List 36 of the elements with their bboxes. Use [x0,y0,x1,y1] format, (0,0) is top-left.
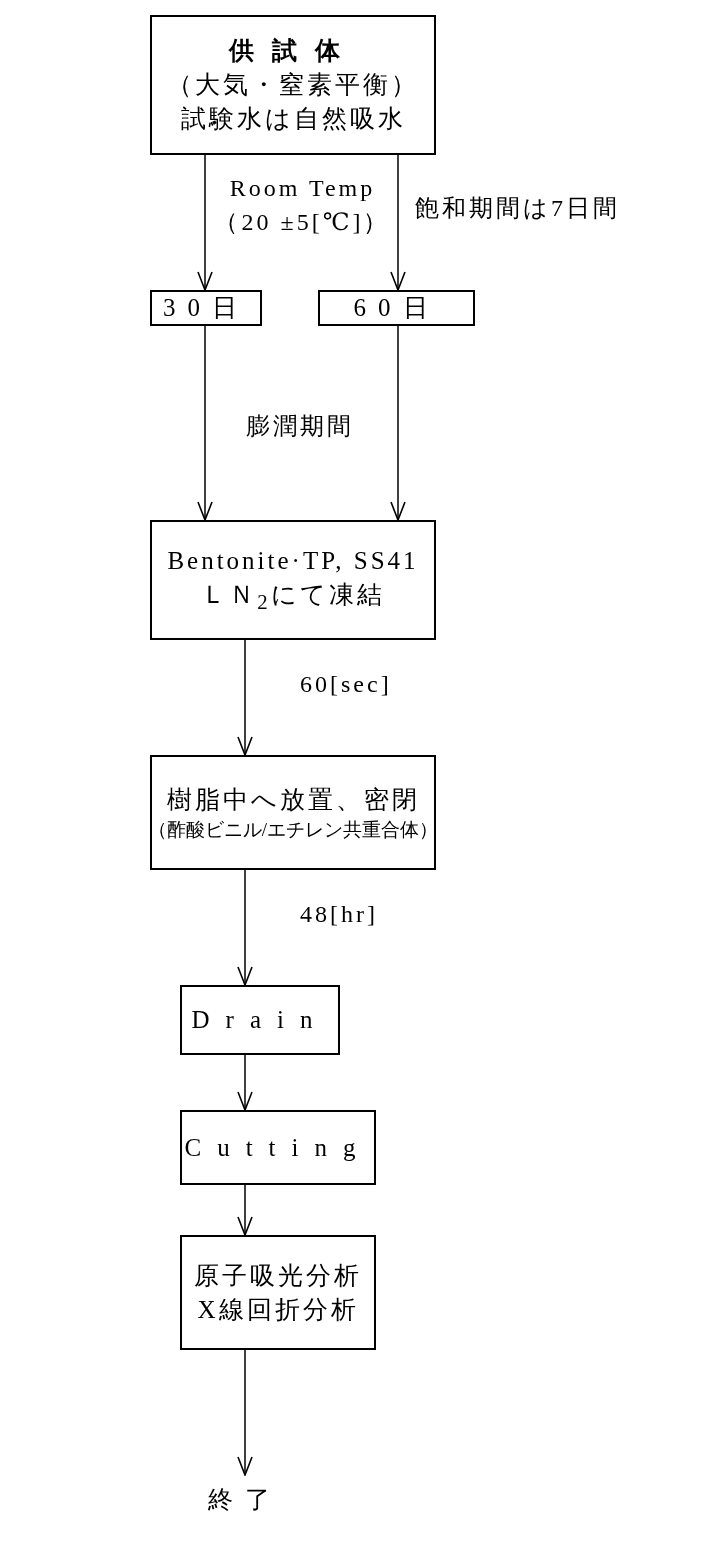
note-text: 膨潤期間 [245,412,355,441]
box-text: Cutting [184,1132,372,1163]
box-text: （大気・窒素平衡） [167,70,419,101]
arrow [237,869,253,986]
box-text: ＬＮ$_{2}$にて凍結 [201,579,385,616]
box-text: （酢酸ビニル/エチレン共重合体） [147,817,439,842]
box-heading: 樹脂中へ放置、密閉 [166,784,420,815]
process-box [318,290,475,326]
process-box [150,520,436,640]
box-heading: 供試体 [228,36,358,67]
arrow [197,325,213,521]
box-heading: Bentonite·TP, SS41 [167,546,419,577]
process-box [180,1235,376,1350]
arrow [237,639,253,756]
arrow [197,154,213,291]
edge-label: 飽和期間は7日間 [415,194,620,223]
box-text: 試験水は自然吸水 [180,103,406,134]
edge-label: 60[sec] [300,670,392,699]
edge-label: 48[hr] [300,900,378,929]
process-box [180,985,340,1055]
arrow [237,1349,253,1476]
arrow [237,1184,253,1236]
process-box [150,755,436,870]
box-text: 60日 [353,293,440,324]
box-text: X線回折分析 [197,1294,359,1325]
note-text: Room Temp （20 ±5[℃]） [213,174,392,237]
box-heading: 原子吸光分析 [194,1260,362,1291]
box-text: 30日 [163,293,249,324]
process-box [150,15,436,155]
arrow [390,325,406,521]
end-label: 終了 [208,1485,282,1516]
process-box [180,1110,376,1185]
box-text: Drain [191,1005,329,1036]
process-box [150,290,262,326]
arrow [390,154,406,291]
arrow [237,1054,253,1111]
